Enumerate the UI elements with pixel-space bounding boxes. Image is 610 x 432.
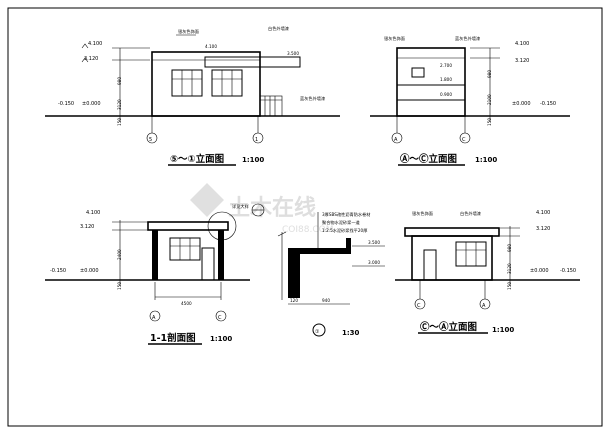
door xyxy=(201,247,215,281)
layer-note: 1:2.5水泥砂浆找平20厚 xyxy=(322,227,367,234)
view-scale: 1:100 xyxy=(242,156,264,164)
level-label: 4.100 xyxy=(88,41,102,47)
level-label: 2.700 xyxy=(440,63,452,68)
parapet xyxy=(346,238,351,254)
building-outline xyxy=(411,235,493,281)
material-note: 白色外墙漆 xyxy=(460,210,481,217)
dimension-label: 2400 xyxy=(117,249,122,260)
view-detail-1: 3厚SBS改性沥青防水卷材 聚合物水泥砂浆一道 1:2.5水泥砂浆找平20厚 3… xyxy=(277,211,385,337)
material-note: 银灰色饰面 xyxy=(178,28,199,35)
layer-note: 3厚SBS改性沥青防水卷材 xyxy=(322,211,370,218)
level-label: 3.500 xyxy=(368,240,380,245)
axis-bubble xyxy=(215,310,227,322)
axis-label: 5 xyxy=(149,137,152,143)
roof-slab xyxy=(147,221,229,231)
level-label: -0.150 xyxy=(560,268,576,274)
view-scale: 1:100 xyxy=(492,326,514,334)
level-label: -0.150 xyxy=(58,101,74,107)
railing xyxy=(259,95,283,117)
view-scale: 1:100 xyxy=(475,156,497,164)
building-outline xyxy=(396,47,466,117)
level-label: 0.900 xyxy=(440,92,452,97)
material-note: 银灰色饰面 xyxy=(412,210,433,217)
view-elevation-5-1: 980 3120 150 4.100 3.120 ±0.000 -0.150 银… xyxy=(45,25,340,166)
material-note: 蓝灰色外墙漆 xyxy=(300,95,325,102)
slab-section xyxy=(300,248,350,254)
dimension-label: 150 xyxy=(487,118,492,126)
wall-section xyxy=(152,230,158,280)
level-label: 4.100 xyxy=(205,44,217,49)
dimension-label: 2100 xyxy=(487,94,492,105)
level-label: 3.120 xyxy=(536,226,550,232)
level-label: 3.120 xyxy=(80,224,94,230)
sheet-border xyxy=(7,7,603,427)
axis-label: C xyxy=(462,137,466,143)
canopy xyxy=(404,227,500,237)
dimension-label: 940 xyxy=(322,298,330,303)
axis-label: A xyxy=(394,137,398,143)
material-note: 银灰色饰面 xyxy=(384,35,405,42)
level-label: ±0.000 xyxy=(80,268,99,274)
dimension-label: 150 xyxy=(117,118,122,126)
door xyxy=(423,249,437,281)
window xyxy=(411,67,425,78)
level-label: ±0.000 xyxy=(512,101,531,107)
level-label: 3.000 xyxy=(368,260,380,265)
watermark-text: 土木在线 xyxy=(228,195,316,221)
view-title: 1-1剖面图 xyxy=(150,332,196,344)
axis-label: C xyxy=(218,315,222,321)
window xyxy=(455,241,487,267)
level-label: 3.500 xyxy=(287,51,299,56)
axis-bubble xyxy=(149,310,161,322)
level-label: ±0.000 xyxy=(82,101,101,107)
level-label: -0.150 xyxy=(540,101,556,107)
dimension-label: 980 xyxy=(117,77,122,85)
level-label: 4.100 xyxy=(536,210,550,216)
dimension-label: 150 xyxy=(507,282,512,290)
view-scale: 1:100 xyxy=(210,335,232,343)
axis-label: A xyxy=(482,303,486,309)
dimension-label: 4500 xyxy=(181,301,192,306)
view-elevation-a-c: 2.700 1.800 0.900 银灰色饰面 蓝灰色外墙漆 980 2100 … xyxy=(370,35,570,166)
material-note: 白色外墙漆 xyxy=(268,25,289,32)
dimension-label: 3120 xyxy=(507,263,512,274)
material-note: 蓝灰色外墙漆 xyxy=(455,35,480,42)
level-label: 3.120 xyxy=(515,58,529,64)
building-outline xyxy=(151,51,261,117)
view-elevation-c-a: 银灰色饰面 白色外墙漆 980 3120 150 4.100 3.120 ±0.… xyxy=(395,210,580,334)
detail-note: 详见大样 xyxy=(232,203,249,210)
level-label: 1.800 xyxy=(440,77,452,82)
window xyxy=(171,69,203,97)
canopy xyxy=(204,56,301,68)
window xyxy=(211,69,243,97)
window xyxy=(169,237,201,261)
dimension-label: 980 xyxy=(507,244,512,252)
level-label: 3.120 xyxy=(84,56,98,62)
view-section-1-1: 详见大样 2400 150 4.100 3.120 ±0.000 -0.150 … xyxy=(45,203,265,345)
level-label: -0.150 xyxy=(50,268,66,274)
level-label: 4.100 xyxy=(86,210,100,216)
dimension-label: 3120 xyxy=(117,99,122,110)
wall-section xyxy=(288,248,300,298)
view-title: ⑤～①立面图 xyxy=(170,153,224,165)
watermark: 土木在线 COI88.COM xyxy=(190,183,333,235)
dimension-label: 980 xyxy=(487,70,492,78)
wall-section xyxy=(218,230,224,280)
dimension-label: 150 xyxy=(117,282,122,290)
axis-label: C xyxy=(417,303,421,309)
axis-label: 1 xyxy=(255,137,258,143)
detail-bubble xyxy=(312,323,326,337)
axis-label: A xyxy=(152,315,156,321)
view-title: ① xyxy=(315,329,320,335)
level-label: ±0.000 xyxy=(530,268,549,274)
watermark-logo-icon xyxy=(190,183,224,217)
level-label: 4.100 xyxy=(515,41,529,47)
dimension-label: 120 xyxy=(290,298,298,303)
view-title: Ⓐ～Ⓒ立面图 xyxy=(400,153,457,165)
layer-note: 聚合物水泥砂浆一道 xyxy=(322,219,361,226)
view-title: Ⓒ～Ⓐ立面图 xyxy=(420,321,477,333)
watermark-subtext: COI88.COM xyxy=(282,225,333,235)
view-scale: 1:30 xyxy=(342,329,360,337)
